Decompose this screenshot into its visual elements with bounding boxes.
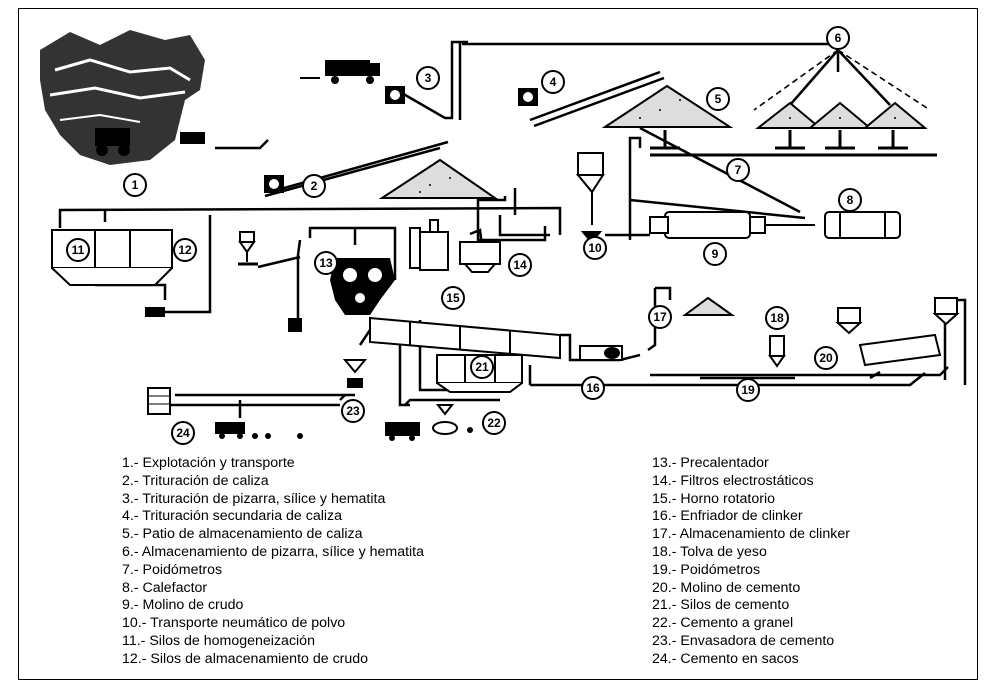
quarry-illustration <box>40 30 205 165</box>
legend-item: 1.- Explotación y transporte <box>122 455 295 471</box>
station-circles <box>66 26 862 445</box>
raw-mill-9 <box>649 211 815 239</box>
legend-item: 16.- Enfriador de clinker <box>652 508 803 525</box>
pump-icons <box>145 227 421 332</box>
legend-item: 5.- Patio de almacenamiento de caliza <box>122 526 363 543</box>
station-number-2: 2 <box>311 179 318 193</box>
gypsum-hopper-18 <box>768 335 786 368</box>
legend-item: 19.- Poidómetros <box>652 561 761 578</box>
cement-packer-23 <box>342 359 368 388</box>
legend-item: 10.- Transporte neumático de polvo <box>122 615 346 632</box>
station-number-17: 17 <box>653 310 667 324</box>
silo-distribution-solid <box>789 49 891 106</box>
station-number-6: 6 <box>835 31 842 45</box>
station-number-4: 4 <box>550 75 557 89</box>
station-number-8: 8 <box>847 193 854 207</box>
raw-silo-small <box>238 231 258 266</box>
legend-item: 11.- Silos de homogeneización <box>122 632 315 649</box>
station-number-11: 11 <box>72 243 85 257</box>
crusher-icons <box>264 86 538 193</box>
station-number-14: 14 <box>513 258 527 272</box>
legend-item: 7.- Poidómetros <box>122 561 223 578</box>
legend-item: 2.- Trituración de caliza <box>122 472 269 489</box>
legend-item: 12.- Silos de almacenamiento de crudo <box>122 650 369 667</box>
bulk-trucks-22 <box>385 404 473 441</box>
station-number-9: 9 <box>712 247 719 261</box>
heater-8 <box>824 211 901 239</box>
legend-item: 22.- Cemento a granel <box>652 615 794 632</box>
legend-item: 15.- Horno rotatorio <box>652 490 776 507</box>
legend-item: 24.- Cemento en sacos <box>652 650 799 667</box>
station-number-20: 20 <box>819 351 833 365</box>
preheater-13 <box>330 258 395 315</box>
station-number-22: 22 <box>487 416 501 430</box>
station-number-24: 24 <box>176 426 190 440</box>
station-number-3: 3 <box>425 71 432 85</box>
clinker-cooler-16 <box>579 345 623 361</box>
rotary-kiln-15 <box>369 316 561 360</box>
legend-right: 13.- Precalentador 14.- Filtros electros… <box>652 455 850 669</box>
station-number-18: 18 <box>770 311 784 325</box>
station-number-19: 19 <box>741 383 755 397</box>
cyclone-hopper <box>575 152 605 239</box>
poidometros-7 <box>650 130 908 150</box>
station-number-21: 21 <box>475 360 489 374</box>
pile-stipple <box>419 99 896 193</box>
stockpiles <box>378 84 928 316</box>
station-number-7: 7 <box>735 163 742 177</box>
electrostatic-filter-14 <box>419 219 501 273</box>
station-number-12: 12 <box>178 243 192 257</box>
station-number-10: 10 <box>588 241 602 255</box>
truck-icon <box>300 60 380 84</box>
legend-item: 17.- Almacenamiento de clinker <box>652 526 850 543</box>
station-number-23: 23 <box>346 404 360 418</box>
cement-mill-20 <box>835 297 960 367</box>
legend-item: 20.- Molino de cemento <box>652 579 801 596</box>
legend-item: 18.- Tolva de yeso <box>652 543 767 560</box>
station-number-1: 1 <box>132 178 139 192</box>
legend-item: 4.- Trituración secundaria de caliza <box>122 508 343 525</box>
conveyor-lines <box>58 39 967 418</box>
legend-left: 1.- Explotación y transporte 2.- Tritura… <box>122 455 424 669</box>
cement-bags-24 <box>147 387 303 439</box>
legend-item: 14.- Filtros electrostáticos <box>652 472 814 489</box>
silo-distribution-dashed <box>753 49 931 111</box>
diagram-frame <box>18 8 978 680</box>
legend-item: 21.- Silos de cemento <box>652 597 790 614</box>
legend-item: 23.- Envasadora de cemento <box>652 632 835 649</box>
station-labels: 1 2 3 4 5 6 7 8 9 10 11 12 13 14 15 16 1… <box>72 31 854 440</box>
legend-item: 8.- Calefactor <box>122 579 208 596</box>
legend-item: 3.- Trituración de pizarra, sílice y hem… <box>122 490 386 507</box>
station-number-15: 15 <box>446 291 460 305</box>
legend-item: 6.- Almacenamiento de pizarra, sílice y … <box>122 543 425 560</box>
station-number-5: 5 <box>715 92 722 106</box>
station-number-13: 13 <box>319 256 333 270</box>
station-number-16: 16 <box>586 381 600 395</box>
legend-item: 9.- Molino de crudo <box>122 597 244 614</box>
homogenization-silos-11 <box>51 229 173 286</box>
legend-item: 13.- Precalentador <box>652 455 769 471</box>
